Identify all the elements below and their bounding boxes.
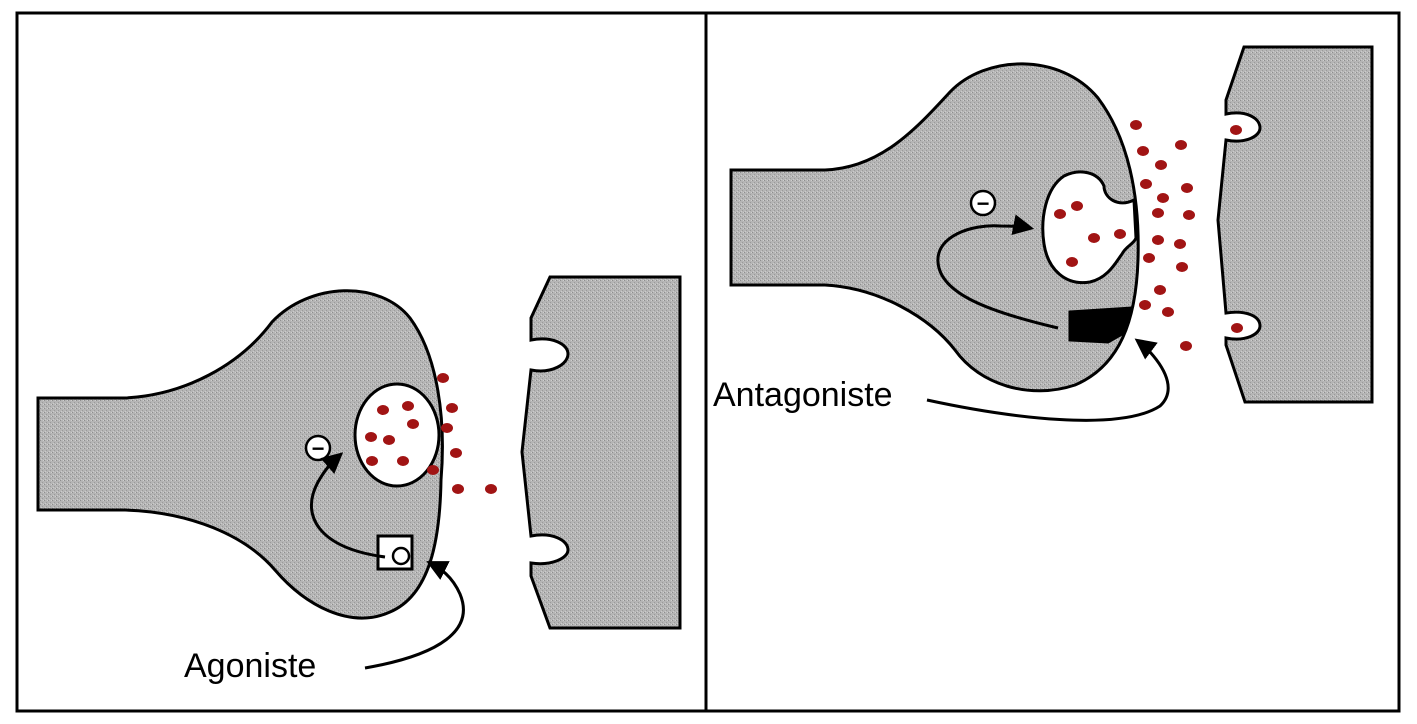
agonist-molecule	[391, 546, 411, 566]
feedback-arrow-right	[936, 214, 1059, 330]
figure-frame	[15, 11, 1401, 713]
presynaptic-neuron-right	[729, 62, 1140, 393]
presynaptic-neuron	[36, 289, 444, 620]
synaptic-vesicle-fusing	[1041, 170, 1138, 285]
feedback-arrow	[309, 452, 386, 559]
agonist-pointer-arrow	[364, 561, 465, 670]
antagonist-panel: − Antagoniste	[713, 45, 1374, 422]
postsynaptic-neuron	[520, 275, 682, 630]
neurotransmitter-dots	[365, 373, 497, 494]
inhibition-symbol-right: −	[977, 191, 990, 216]
antagonist-pointer-arrow	[926, 338, 1170, 422]
neurotransmitter-dots-right	[1054, 120, 1243, 351]
agonist-panel: − Agoniste	[36, 275, 682, 685]
inhibition-icon-right	[969, 189, 997, 217]
postsynaptic-neuron-right	[1216, 45, 1374, 404]
antagonist-label: Antagoniste	[713, 376, 893, 414]
agonist-label: Agoniste	[184, 647, 316, 685]
antagonist-molecule	[1068, 306, 1135, 344]
inhibition-symbol: −	[312, 436, 325, 461]
